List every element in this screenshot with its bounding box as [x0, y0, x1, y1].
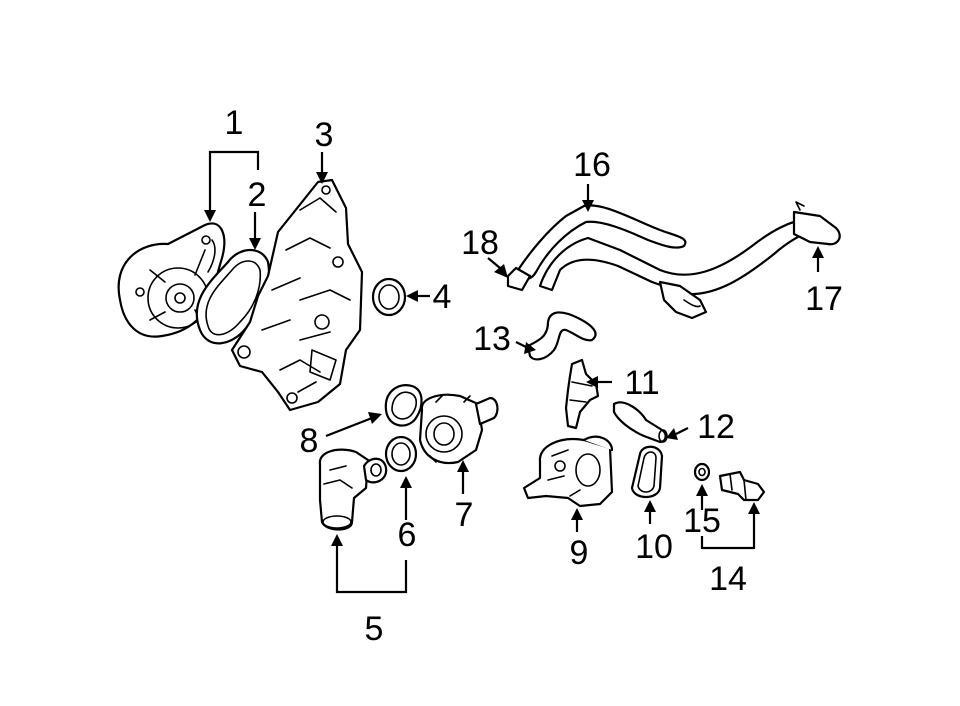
callout-11: 11 [624, 364, 659, 402]
coolant-pipe-assembly [506, 201, 841, 320]
gasket-8 [384, 384, 423, 427]
callout-16: 16 [573, 146, 611, 184]
o-ring-4 [371, 277, 407, 317]
hose-13 [526, 311, 597, 361]
callout-5: 5 [365, 610, 384, 648]
callout-8: 8 [300, 422, 319, 460]
bypass-hose [612, 401, 668, 444]
callout-17: 17 [805, 280, 843, 318]
callout-10: 10 [635, 528, 673, 566]
coolant-housing [230, 178, 364, 412]
callout-14: 14 [709, 560, 747, 598]
callout-9: 9 [570, 534, 589, 572]
callout-2: 2 [248, 176, 267, 214]
callout-7: 7 [455, 496, 474, 534]
callout-13: 13 [473, 320, 511, 358]
thermostat-body [318, 448, 388, 531]
callout-3: 3 [315, 116, 334, 154]
thermostat-housing [418, 393, 499, 465]
callout-4: 4 [433, 278, 452, 316]
callout-12: 12 [697, 408, 735, 446]
gasket-10 [630, 445, 664, 499]
washer-15 [693, 462, 711, 482]
callout-18: 18 [461, 224, 499, 262]
callout-labels: 1 2 3 4 5 6 7 8 9 10 11 12 13 14 15 16 1… [225, 104, 843, 648]
outlet-housing [522, 435, 614, 508]
leader-lines [204, 150, 824, 594]
callout-6: 6 [398, 516, 417, 554]
callout-15: 15 [683, 502, 721, 540]
o-ring-6 [384, 435, 418, 473]
sensor-11 [564, 358, 600, 430]
temp-sensor-14 [718, 470, 766, 502]
callout-1: 1 [225, 104, 244, 142]
